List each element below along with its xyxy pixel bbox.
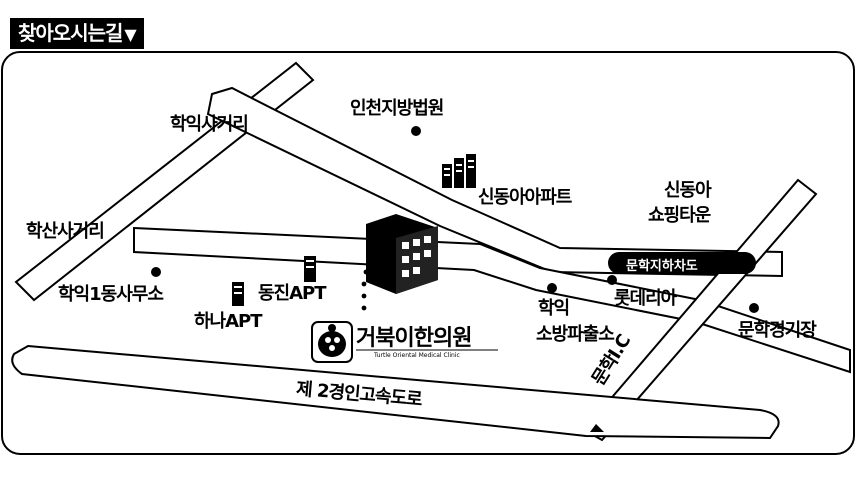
road-expressway xyxy=(11,344,780,440)
label-court: 인천지방법원 xyxy=(350,98,444,119)
label-subway: 문학지하차도 xyxy=(626,259,698,274)
label-hakik-intersection: 학익사거리 xyxy=(170,114,249,135)
lotteria-marker xyxy=(607,275,617,285)
label-hana-apt: 하나APT xyxy=(194,311,263,332)
label-sindong-shop-2: 쇼핑타운 xyxy=(648,205,711,226)
sindong-apt-icon xyxy=(442,154,476,188)
subway-badge xyxy=(608,252,756,274)
hana-apt-icon xyxy=(232,282,244,306)
label-sindong-apt: 신동아아파트 xyxy=(478,187,572,208)
office-marker xyxy=(151,267,161,277)
brand-name: 거북이한의원 xyxy=(356,326,472,351)
road-ic xyxy=(582,178,818,442)
brand-subtitle: Turtle Oriental Medical Clinic xyxy=(374,352,460,359)
court-marker xyxy=(411,126,421,136)
label-stadium: 문학경기장 xyxy=(738,320,817,341)
turtle-logo-icon xyxy=(311,321,353,363)
stadium-marker xyxy=(749,303,759,313)
dongjin-apt-icon xyxy=(304,256,316,282)
down-arrow-icon: ▼ xyxy=(124,25,136,44)
label-lotteria: 롯데리아 xyxy=(614,288,677,309)
label-haksan-intersection: 학산사거리 xyxy=(26,221,105,242)
ic-arrow-icon xyxy=(590,424,604,432)
clinic-building-icon xyxy=(366,214,438,294)
road-northwest xyxy=(14,61,315,302)
walk-dots xyxy=(361,269,369,311)
map-header: 찾아오시는길▼ xyxy=(10,18,144,49)
road-haksan-east xyxy=(133,226,851,374)
header-title: 찾아오시는길 xyxy=(18,21,123,45)
label-sindong-shop-1: 신동아 xyxy=(664,180,712,201)
map-frame xyxy=(1,51,855,455)
label-fire-station-2: 소방파출소 xyxy=(536,324,615,345)
fire-station-marker xyxy=(547,283,557,293)
label-fire-station-1: 학익 xyxy=(538,298,570,319)
label-office: 학익1동사무소 xyxy=(58,284,164,305)
label-dongjin-apt: 동진APT xyxy=(258,283,327,304)
